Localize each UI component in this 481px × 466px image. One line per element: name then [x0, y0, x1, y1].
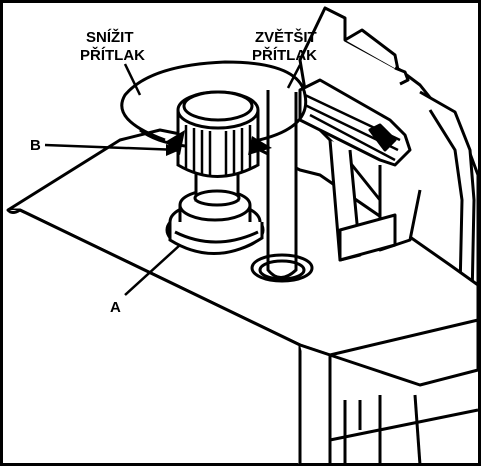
lever-bracket [304, 93, 401, 162]
arrow-head-increase [248, 136, 272, 155]
presser-bar [250, 90, 314, 283]
callout-a: A [110, 299, 121, 316]
label-increase-pressure-line2: PŘÍTLAK [252, 46, 317, 64]
dial-knob-ribs [184, 125, 252, 176]
label-decrease-pressure-line1: SNÍŽIT [86, 28, 134, 46]
label-increase-pressure-line1: ZVĚTŠIT [255, 28, 317, 46]
pressure-dial-knob [176, 90, 260, 178]
label-leader-lines [44, 63, 302, 296]
callout-b-arrowhead [166, 144, 180, 156]
machine-lower-side [329, 394, 479, 466]
machine-housing [298, 6, 480, 332]
callout-b: B [30, 137, 41, 154]
presser-foot-lifter [298, 78, 422, 262]
label-decrease-pressure-line2: PŘÍTLAK [80, 46, 145, 64]
